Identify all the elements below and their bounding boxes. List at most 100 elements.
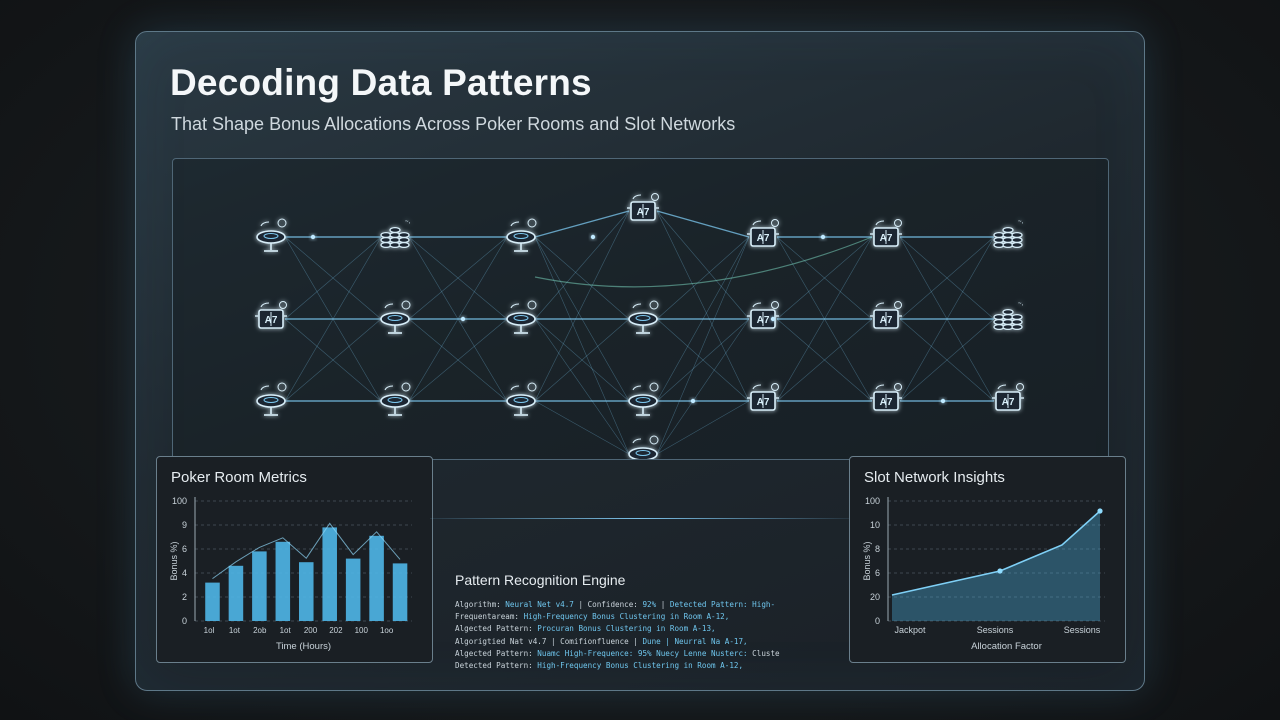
slot-area-chart: 100 10 8 6 20 0 Bonus %) Jackpot Sessions Session… <box>862 496 1105 652</box>
slot-machine-icon: A7 <box>870 383 902 411</box>
bar <box>322 527 337 621</box>
connection-line <box>776 236 873 320</box>
connection-line <box>534 318 630 455</box>
connection-line <box>656 318 750 402</box>
connection-line <box>284 236 382 402</box>
connection-line <box>656 236 750 402</box>
engine-title: Pattern Recognition Engine <box>455 572 626 588</box>
x-tick-label: Sessions <box>1064 625 1101 635</box>
slot-machine-icon: A7 <box>870 219 902 247</box>
svg-text:~,: ~, <box>1018 301 1024 307</box>
slot-machine-icon: A7 <box>747 219 779 247</box>
poker-table-icon <box>380 382 411 416</box>
connection-line <box>284 236 382 320</box>
engine-log-line: Algected Pattern: Procuran Bonus Cluster… <box>455 624 716 634</box>
x-tick-label: Jackpot <box>894 625 926 635</box>
engine-log-line: Frequentaream: High-Frequency Bonus Clus… <box>455 612 730 622</box>
poker-table-icon <box>256 218 287 252</box>
poker-table-icon <box>628 382 659 416</box>
y-tick-label: 10 <box>870 520 880 530</box>
connection-line <box>899 318 995 402</box>
connection-line <box>656 318 750 402</box>
connection-line <box>534 210 630 238</box>
bar <box>369 535 384 621</box>
y-axis-label: Bonus %) <box>862 541 872 580</box>
network-connections <box>284 210 995 455</box>
area-fill <box>892 511 1100 621</box>
y-tick-label: 6 <box>875 568 880 578</box>
svg-text:~,: ~, <box>405 219 411 225</box>
slot-insights-title: Slot Network Insights <box>864 469 1005 486</box>
connection-line <box>776 236 873 320</box>
poker-table-icon <box>628 300 659 334</box>
engine-log-line: Algorithm: Neural Net v4.7 | Confidence:… <box>455 600 776 609</box>
y-tick-label: 0 <box>875 616 880 626</box>
poker-table-icon <box>506 382 537 416</box>
connection-line <box>899 236 995 320</box>
bar <box>205 582 220 621</box>
y-tick-label: 8 <box>875 544 880 554</box>
engine-log: Algorithm: Neural Net v4.7 | Confidence:… <box>455 599 840 672</box>
connection-line <box>534 318 630 402</box>
engine-log-line: Algorigtied Nat v4.7 | Comifionfluence |… <box>455 636 748 646</box>
connection-line <box>656 236 750 455</box>
y-tick-label: 100 <box>865 496 880 506</box>
slot-machine-icon: A7 <box>870 301 902 329</box>
poker-table-icon <box>506 218 537 252</box>
bar <box>345 558 361 621</box>
bar <box>298 562 314 621</box>
chip-stack-icon: ~, <box>993 301 1024 331</box>
connection-line <box>284 236 382 320</box>
y-tick-label: 100 <box>172 496 187 506</box>
chip-stack-icon: ~, <box>993 219 1024 249</box>
x-tick-label: 202 <box>329 626 343 635</box>
slot-network-insights-panel: Slot Network Insights 100 10 8 6 20 0 Bonus %)… <box>849 456 1126 663</box>
slot-machine-icon: A7 <box>747 383 779 411</box>
page-title: Decoding Data Patterns <box>170 62 592 103</box>
connection-line <box>656 210 750 402</box>
bar <box>275 541 291 621</box>
page-subtitle: That Shape Bonus Allocations Across Poke… <box>171 114 736 134</box>
connection-line <box>534 210 630 320</box>
y-tick-label: 20 <box>870 592 880 602</box>
svg-text:~,: ~, <box>1018 219 1024 225</box>
slot-label: A7 <box>757 233 770 244</box>
connection-line <box>408 318 508 402</box>
slot-label: A7 <box>757 397 770 408</box>
x-tick-label: 1ot <box>229 626 241 635</box>
data-point <box>1097 508 1103 514</box>
slot-label: A7 <box>880 233 893 244</box>
y-tick-label: 9 <box>182 520 187 530</box>
connection-line <box>408 236 508 320</box>
y-tick-label: 0 <box>182 616 187 626</box>
slot-label: A7 <box>265 315 278 326</box>
y-tick-label: 4 <box>182 568 187 578</box>
connection-line <box>656 210 750 238</box>
poker-table-icon <box>380 300 411 334</box>
x-tick-label: 200 <box>304 626 318 635</box>
connection-line <box>284 318 382 402</box>
series-line <box>891 510 1101 596</box>
slot-label: A7 <box>757 315 770 326</box>
slot-machine-icon: A7 <box>627 193 659 221</box>
slot-machine-icon: A7 <box>747 301 779 329</box>
x-tick-label: 1ol <box>204 626 215 635</box>
y-tick-label: 2 <box>182 592 187 602</box>
connection-line <box>776 318 873 402</box>
x-axis-label: Allocation Factor <box>971 641 1042 652</box>
slot-machine-icon: A7 <box>255 301 287 329</box>
connection-line <box>534 236 630 320</box>
connection-line <box>656 400 750 455</box>
x-tick-label: Sessions <box>977 625 1014 635</box>
x-tick-label: 1oo <box>380 626 394 635</box>
engine-log-line: Algected Pattern: Nuamc High-Frequence: … <box>455 648 780 658</box>
chip-stack-icon: ~, <box>380 219 411 249</box>
connection-line <box>899 236 995 402</box>
trend-line <box>212 522 401 580</box>
slot-machine-icon: A7 <box>992 383 1024 411</box>
poker-table-icon <box>256 382 287 416</box>
connection-line <box>534 318 630 402</box>
